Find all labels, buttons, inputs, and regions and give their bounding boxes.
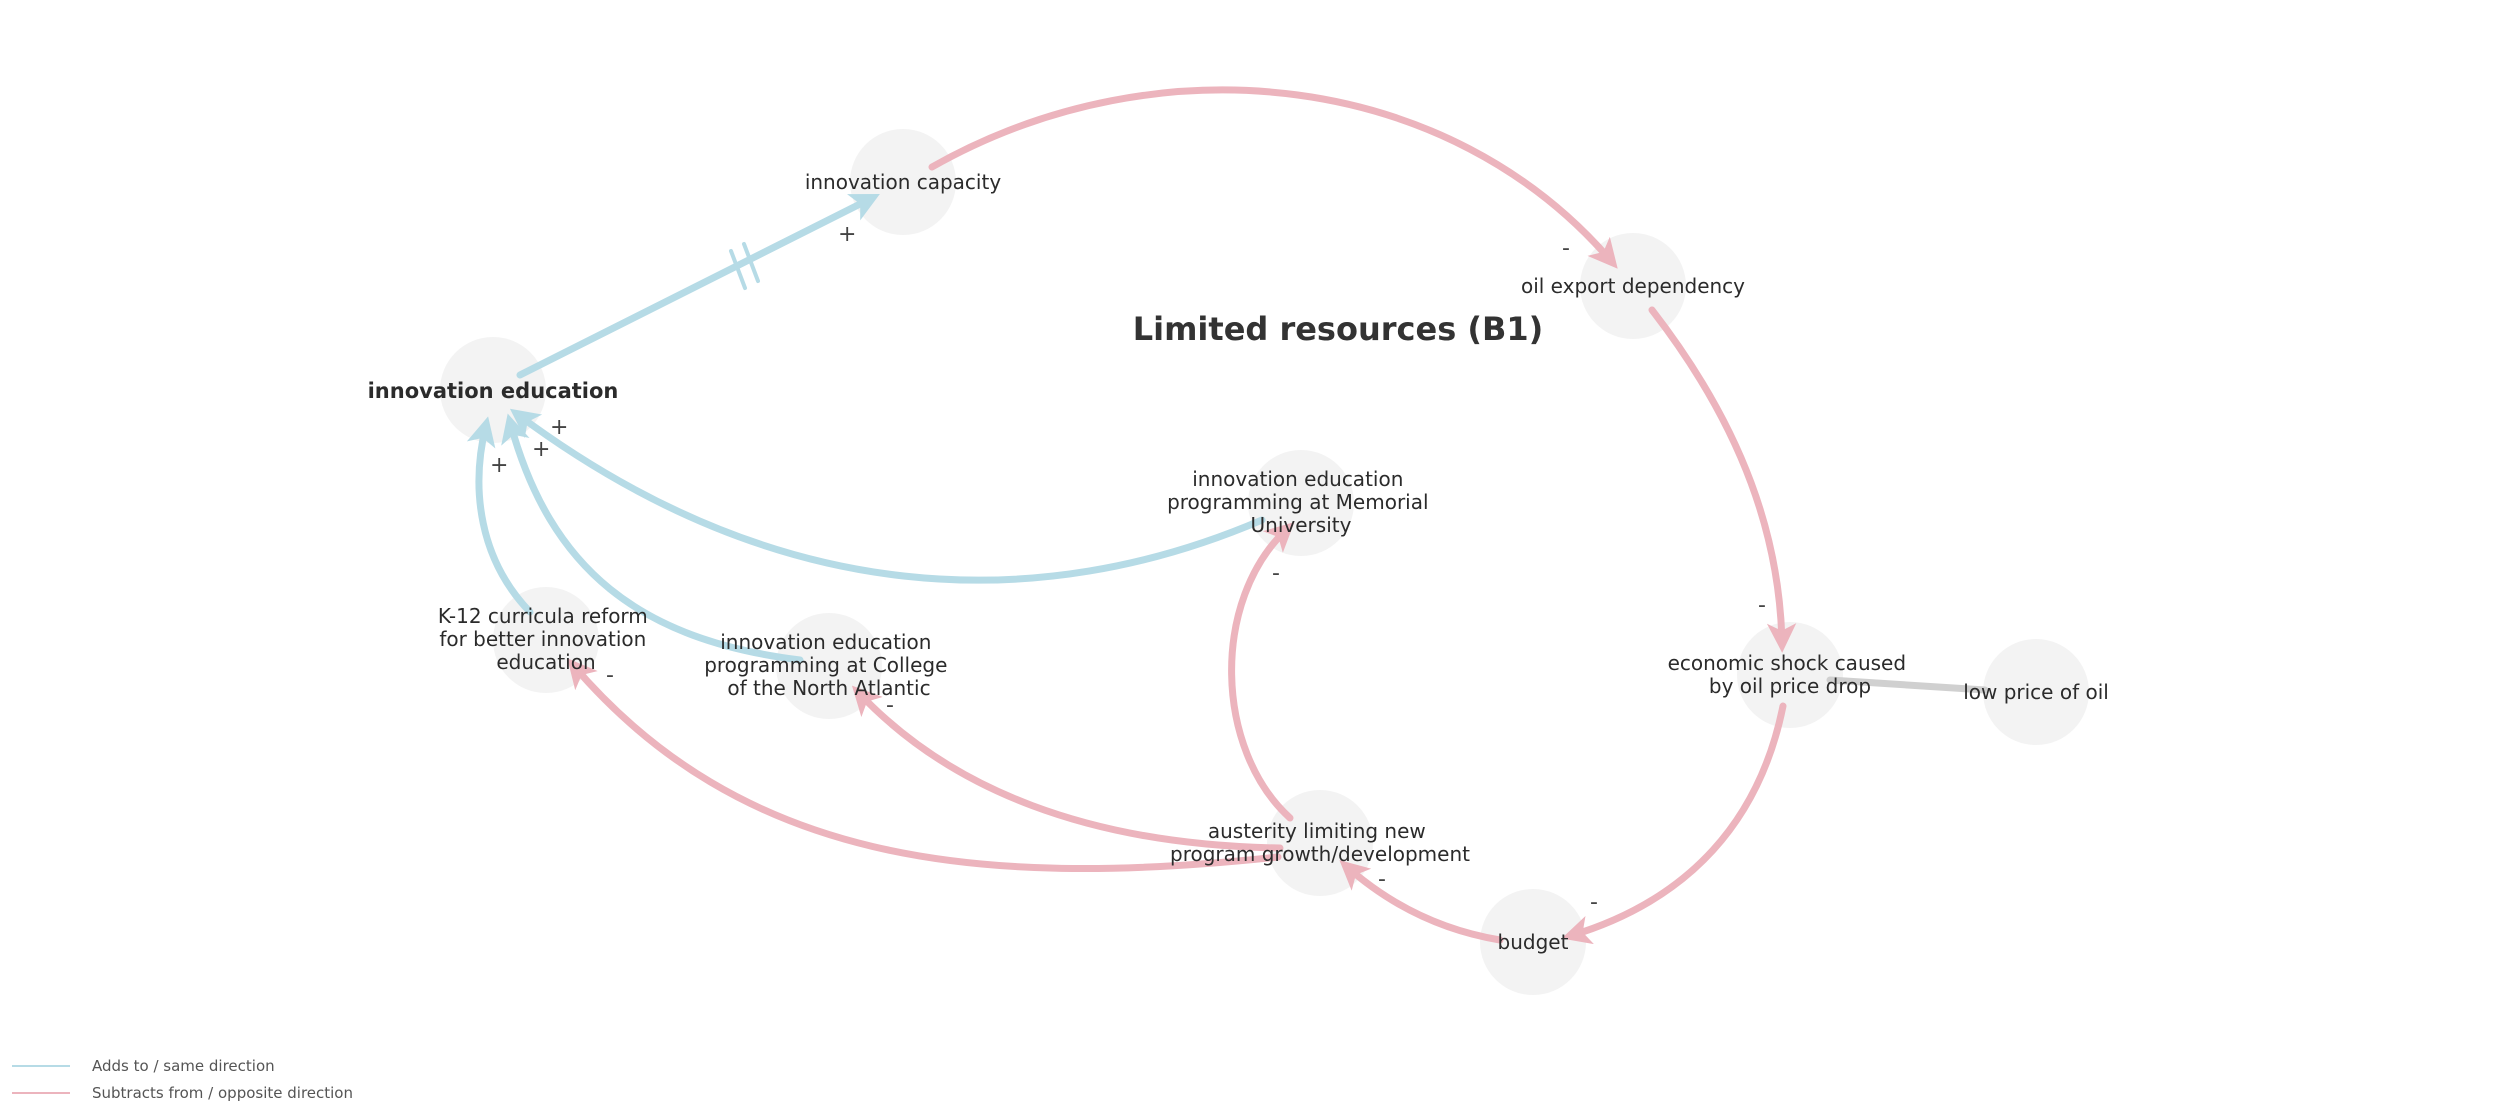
node-label-economic-shock-line-2: by oil price drop xyxy=(1709,674,1871,698)
node-label-cna: innovation education programming at Coll… xyxy=(704,630,954,700)
link-oil-export-dependency-to-economic-shock xyxy=(1648,306,1797,653)
link-memorial-to-innovation-education xyxy=(509,408,1266,584)
link-economic-shock-to-budget xyxy=(1561,702,1787,945)
polarity-innovation-education-k12: + xyxy=(490,453,508,478)
delay-mark xyxy=(729,242,760,290)
links xyxy=(466,86,1989,945)
node-circles xyxy=(440,129,2089,995)
link-k12-to-innovation-education xyxy=(466,416,534,616)
link-innovation-capacity-to-oil-export-dependency xyxy=(928,86,1618,269)
polarity-cna: - xyxy=(886,693,894,718)
node-label-austerity: austerity limiting new program growth/de… xyxy=(1170,819,1470,866)
polarity-innovation-education-cna: + xyxy=(532,437,550,462)
legend-label-positive: Adds to / same direction xyxy=(92,1056,275,1075)
node-label-memorial-line-1: innovation education xyxy=(1192,467,1403,491)
node-label-k12: K-12 curricula reform for better innovat… xyxy=(438,604,654,674)
polarity-marks: + - - - - - - - + + + xyxy=(490,222,1766,915)
link-innovation-education-to-innovation-capacity xyxy=(516,194,880,379)
node-label-innovation-capacity: innovation capacity xyxy=(805,170,1002,194)
link-austerity-to-cna xyxy=(851,685,1284,852)
node-label-economic-shock-line-1: economic shock caused xyxy=(1668,651,1906,675)
node-label-memorial-line-2: programming at Memorial xyxy=(1167,490,1428,514)
polarity-budget: - xyxy=(1590,890,1598,915)
legend: Adds to / same direction Subtracts from … xyxy=(12,1052,353,1106)
legend-label-negative: Subtracts from / opposite direction xyxy=(92,1083,353,1102)
node-label-cna-line-1: innovation education xyxy=(720,630,931,654)
node-label-budget: budget xyxy=(1498,930,1569,954)
node-label-k12-line-1: K-12 curricula reform xyxy=(438,604,648,628)
legend-row-negative: Subtracts from / opposite direction xyxy=(12,1079,353,1106)
node-label-cna-line-2: programming at College xyxy=(704,653,947,677)
node-circle-economic-shock xyxy=(1737,622,1843,728)
loop-title: Limited resources (B1) xyxy=(1133,310,1544,348)
link-cna-to-innovation-education xyxy=(501,413,804,664)
polarity-oil-export-dependency: - xyxy=(1562,236,1570,261)
legend-row-positive: Adds to / same direction xyxy=(12,1052,353,1079)
node-circle-budget xyxy=(1480,889,1586,995)
polarity-memorial: - xyxy=(1272,561,1280,586)
node-circle-low-price-oil xyxy=(1983,639,2089,745)
node-label-memorial: innovation education programming at Memo… xyxy=(1167,467,1435,537)
node-label-cna-line-3: of the North Atlantic xyxy=(727,676,930,700)
legend-swatch-negative xyxy=(12,1091,70,1094)
node-label-memorial-line-3: University xyxy=(1251,513,1352,537)
polarity-austerity: - xyxy=(1378,867,1386,892)
node-label-austerity-line-2: program growth/development xyxy=(1170,842,1470,866)
polarity-innovation-education-memorial: + xyxy=(550,415,568,440)
polarity-k12: - xyxy=(606,663,614,688)
legend-swatch-positive xyxy=(12,1064,70,1067)
node-label-innovation-education: innovation education xyxy=(368,379,619,403)
link-low-price-oil-to-economic-shock xyxy=(1826,676,1989,694)
node-label-austerity-line-1: austerity limiting new xyxy=(1208,819,1426,843)
node-label-k12-line-2: for better innovation xyxy=(439,627,646,651)
node-label-oil-export-dependency: oil export dependency xyxy=(1521,274,1745,298)
node-label-low-price-oil: low price of oil xyxy=(1963,680,2109,704)
link-austerity-to-k12 xyxy=(567,658,1282,872)
polarity-innovation-capacity: + xyxy=(838,222,856,247)
node-labels: innovation capacity oil export dependenc… xyxy=(368,170,2109,954)
link-budget-to-austerity xyxy=(1339,860,1504,944)
polarity-economic-shock: - xyxy=(1758,593,1766,618)
link-austerity-to-memorial xyxy=(1228,522,1295,822)
node-label-economic-shock: economic shock caused by oil price drop xyxy=(1668,651,1913,698)
node-label-k12-line-3: education xyxy=(496,650,595,674)
